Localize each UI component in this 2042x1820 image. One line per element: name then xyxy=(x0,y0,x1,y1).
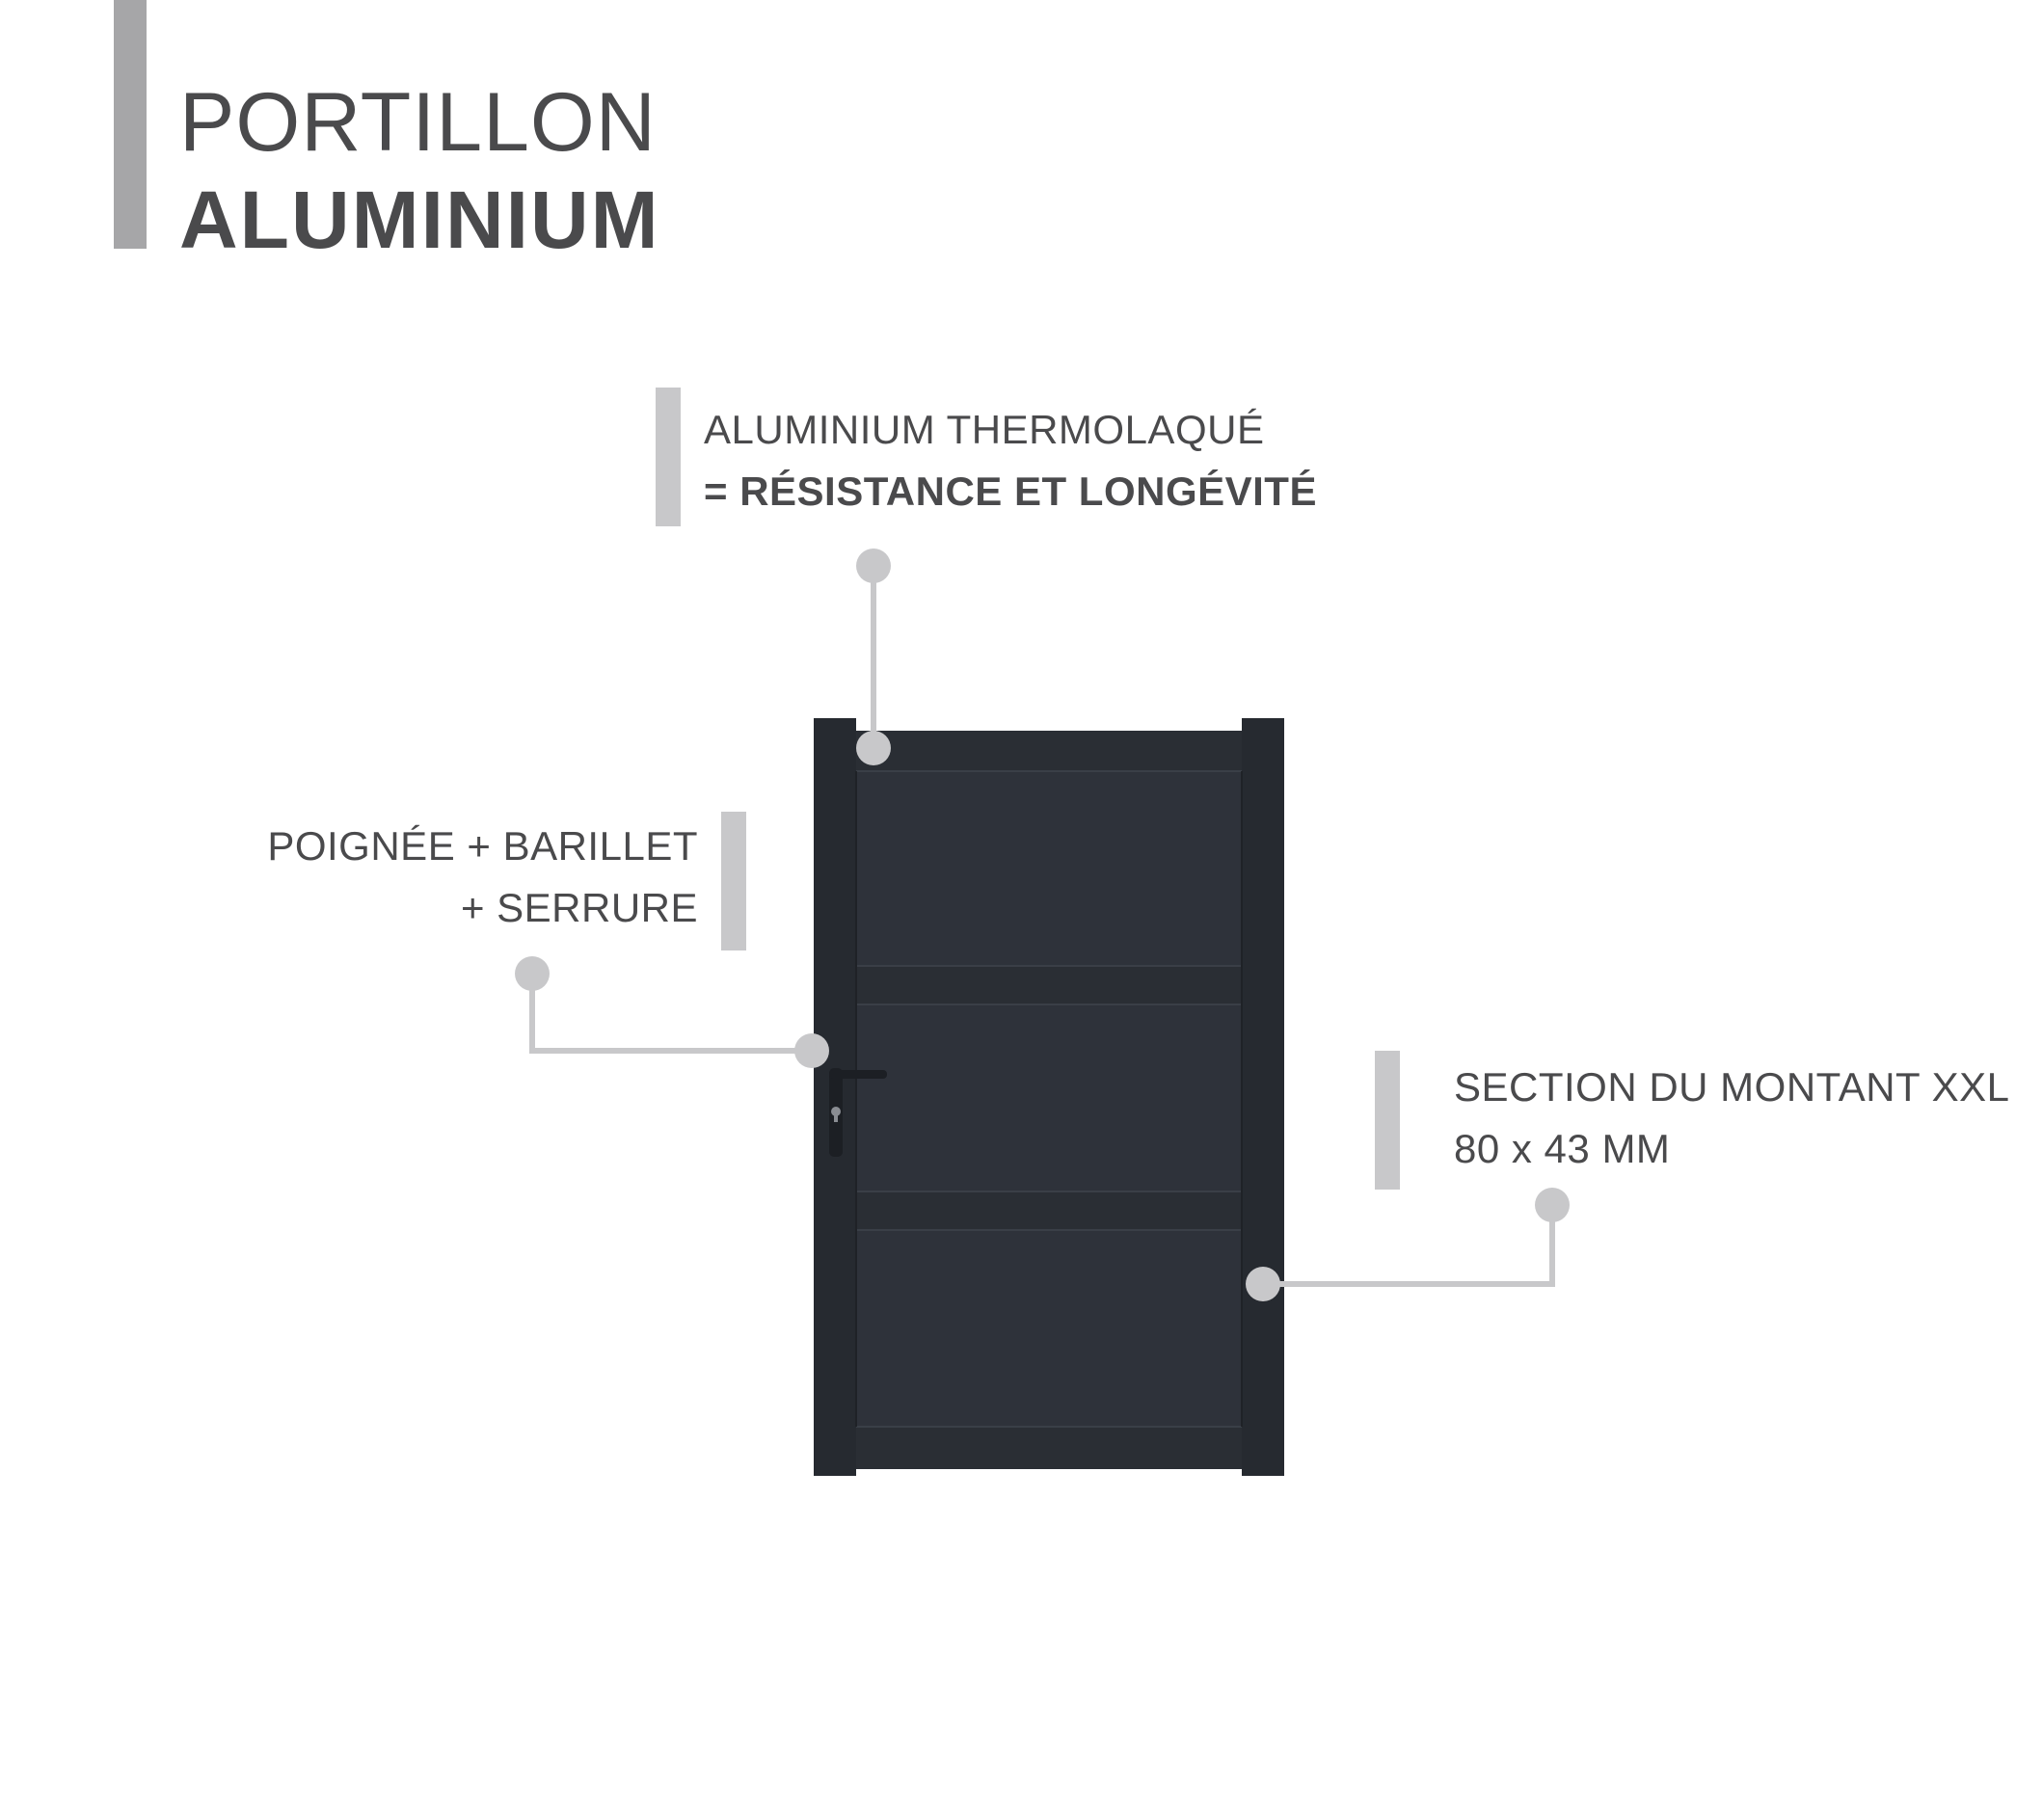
leader-left xyxy=(515,956,829,1068)
leader-right-dot-end xyxy=(1535,1188,1570,1222)
title-line-1: PORTILLON xyxy=(179,76,657,169)
gate-right-post xyxy=(1242,718,1284,1476)
leader-top xyxy=(856,549,891,765)
leader-left-dot-start xyxy=(515,956,550,991)
callout-top-line-1: ALUMINIUM THERMOLAQUÉ xyxy=(704,407,1265,452)
leader-top-dot-start xyxy=(856,549,891,583)
callout-right-text: SECTION DU MONTANT XXL 80 x 43 MM xyxy=(1454,1057,2010,1180)
gate-middle-rail-1 xyxy=(856,966,1242,1004)
gate-middle-rail-2 xyxy=(856,1191,1242,1230)
callout-right-line-2: 80 x 43 MM xyxy=(1454,1126,1671,1171)
callout-left-bar xyxy=(721,812,746,950)
callout-left-text: POIGNÉE + BARILLET + SERRURE xyxy=(267,816,698,939)
leader-left-dot-end xyxy=(794,1033,829,1068)
callout-right-bar xyxy=(1375,1051,1400,1190)
callout-top-line-2: = RÉSISTANCE ET LONGÉVITÉ xyxy=(704,468,1317,514)
gate-bottom-rail xyxy=(856,1427,1242,1469)
gate-panel-middle xyxy=(856,1004,1242,1191)
callout-right-line-1: SECTION DU MONTANT XXL xyxy=(1454,1064,2010,1110)
gate-panel-bottom xyxy=(856,1230,1242,1427)
leader-right xyxy=(1246,1188,1570,1301)
gate-top-rail xyxy=(856,731,1242,771)
door-handle-icon xyxy=(829,1068,887,1157)
leader-right-dot-start xyxy=(1246,1267,1280,1301)
gate-panel-top xyxy=(856,771,1242,966)
callout-top-bar xyxy=(656,388,681,526)
callout-left-line-1: POIGNÉE + BARILLET xyxy=(267,823,698,869)
title-accent-bar xyxy=(114,0,147,249)
gate-illustration xyxy=(814,718,1284,1476)
leader-top-dot-end xyxy=(856,731,891,765)
title-line-2: ALUMINIUM xyxy=(179,174,660,265)
callout-left-line-2: + SERRURE xyxy=(460,885,698,930)
callout-top-text: ALUMINIUM THERMOLAQUÉ = RÉSISTANCE ET LO… xyxy=(704,399,1317,522)
